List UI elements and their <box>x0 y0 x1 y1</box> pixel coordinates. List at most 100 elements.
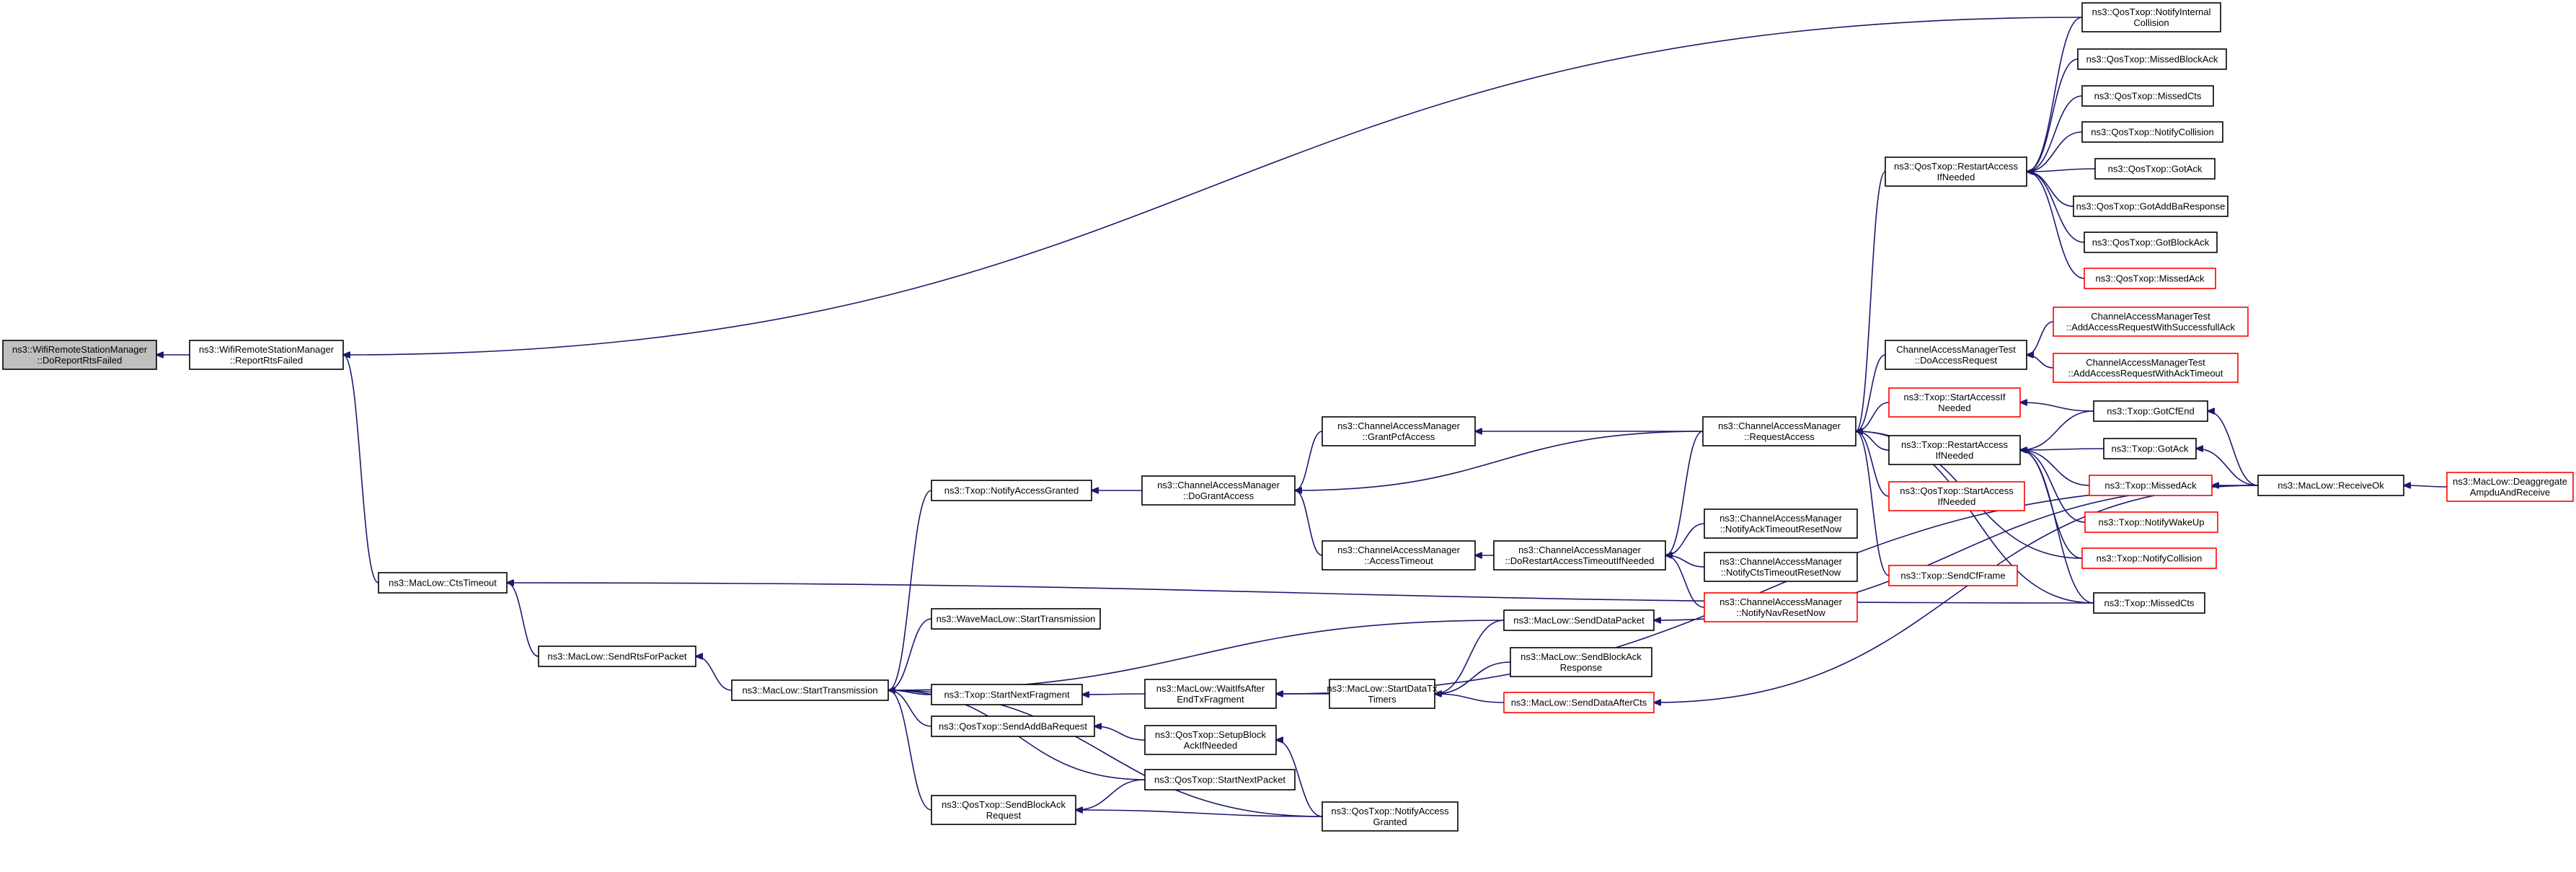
node-txop-notify-wake-up[interactable]: ns3::Txop::NotifyWakeUp <box>2084 511 2218 533</box>
node-qos-txop-got-ack[interactable]: ns3::QosTxop::GotAck <box>2094 158 2216 180</box>
node-wave-mac-low-start-transmission[interactable]: ns3::WaveMacLow::StartTransmission <box>931 608 1101 630</box>
node-qos-txop-notify-collision[interactable]: ns3::QosTxop::NotifyCollision <box>2081 121 2223 143</box>
node-txop-got-ack[interactable]: ns3::Txop::GotAck <box>2103 438 2197 459</box>
node-label: ns3::MacLow::SendDataAfterCts <box>1511 697 1647 708</box>
node-channel-access-manager-test-add-access-request-with-ack-timeout[interactable]: ChannelAccessManagerTest::AddAccessReque… <box>2053 353 2239 383</box>
node-box <box>1704 592 1858 622</box>
node-box <box>1322 801 1459 832</box>
node-channel-access-manager-test-add-access-request-with-successfull-ack[interactable]: ChannelAccessManagerTest::AddAccessReque… <box>2053 307 2249 337</box>
node-mac-low-send-rts-for-packet[interactable]: ns3::MacLow::SendRtsForPacket <box>538 646 696 667</box>
node-label: ns3::MacLow::ReceiveOk <box>2278 480 2384 491</box>
call-edge <box>696 656 732 691</box>
node-label: ns3::Txop::MissedCts <box>2104 598 2195 609</box>
node-box <box>2446 472 2574 502</box>
node-label: ns3::QosTxop::MissedCts <box>2094 91 2202 102</box>
node-channel-access-manager-notify-nav-reset-now[interactable]: ns3::ChannelAccessManager::NotifyNavRese… <box>1704 592 1858 622</box>
node-channel-access-manager-notify-cts-timeout-reset-now[interactable]: ns3::ChannelAccessManager::NotifyCtsTime… <box>1704 552 1858 582</box>
node-label: ::ReportRtsFailed <box>230 355 303 366</box>
node-txop-missed-cts[interactable]: ns3::Txop::MissedCts <box>2093 592 2205 614</box>
node-wifi-remote-station-manager-do-report-rts-failed[interactable]: ns3::WifiRemoteStationManager::DoReportR… <box>2 340 157 370</box>
node-box <box>2053 307 2249 337</box>
node-channel-access-manager-test-do-access-request[interactable]: ChannelAccessManagerTest::DoAccessReques… <box>1885 340 2027 370</box>
node-label: ::DoRestartAccessTimeoutIfNeeded <box>1505 555 1655 566</box>
node-box <box>1510 647 1652 677</box>
node-label: ns3::QosTxop::GotAddBaResponse <box>2076 201 2226 212</box>
node-mac-low-receive-ok[interactable]: ns3::MacLow::ReceiveOk <box>2257 475 2404 496</box>
node-label: ns3::Txop::StartAccessIf <box>1904 392 2006 402</box>
node-txop-notify-collision[interactable]: ns3::Txop::NotifyCollision <box>2081 547 2217 569</box>
node-label: ::DoAccessRequest <box>1915 355 1998 366</box>
call-edge <box>888 690 932 811</box>
node-box <box>189 340 344 370</box>
node-channel-access-manager-do-restart-access-timeout-if-needed[interactable]: ns3::ChannelAccessManager::DoRestartAcce… <box>1493 540 1666 571</box>
node-qos-txop-got-add-ba-response[interactable]: ns3::QosTxop::GotAddBaResponse <box>2073 195 2228 217</box>
node-wifi-remote-station-manager-report-rts-failed[interactable]: ns3::WifiRemoteStationManager::ReportRts… <box>189 340 344 370</box>
node-box <box>931 608 1101 630</box>
node-box <box>1704 552 1858 582</box>
node-qos-txop-missed-ack[interactable]: ns3::QosTxop::MissedAck <box>2084 268 2216 289</box>
node-txop-got-cf-end[interactable]: ns3::Txop::GotCfEnd <box>2093 400 2208 422</box>
node-label: ns3::QosTxop::NotifyInternal <box>2092 6 2211 17</box>
node-label: ChannelAccessManagerTest <box>1896 344 2016 355</box>
call-edge <box>1856 431 1890 576</box>
node-txop-missed-ack[interactable]: ns3::Txop::MissedAck <box>2089 475 2213 496</box>
node-label: ns3::Txop::SendCfFrame <box>1900 571 2005 581</box>
node-txop-notify-access-granted[interactable]: ns3::Txop::NotifyAccessGranted <box>931 480 1092 501</box>
call-edge <box>1856 171 1886 431</box>
node-label: ::NotifyCtsTimeoutResetNow <box>1721 567 1841 578</box>
call-edge <box>2027 172 2074 207</box>
node-box <box>1141 475 1296 506</box>
call-edge <box>2020 410 2094 450</box>
node-channel-access-manager-request-access[interactable]: ns3::ChannelAccessManager::RequestAccess <box>1702 416 1856 446</box>
node-channel-access-manager-notify-ack-timeout-reset-now[interactable]: ns3::ChannelAccessManager::NotifyAckTime… <box>1704 508 1858 539</box>
node-label: ns3::MacLow::CtsTimeout <box>389 578 497 589</box>
node-box <box>2081 547 2217 569</box>
node-box <box>1493 540 1666 571</box>
node-qos-txop-notify-access-granted[interactable]: ns3::QosTxop::NotifyAccessGranted <box>1322 801 1459 832</box>
node-label: ns3::Txop::NotifyAccessGranted <box>944 485 1079 496</box>
node-box <box>731 679 889 701</box>
call-edge <box>2027 321 2054 355</box>
node-channel-access-manager-access-timeout[interactable]: ns3::ChannelAccessManager::AccessTimeout <box>1322 540 1476 571</box>
node-label: Response <box>1560 662 1603 673</box>
node-box <box>1888 481 2025 511</box>
node-label: ns3::Txop::GotCfEnd <box>2107 406 2194 417</box>
call-edge <box>1295 431 1704 490</box>
node-label: ns3::WaveMacLow::StartTransmission <box>937 614 1096 625</box>
call-edge <box>2020 449 2104 450</box>
node-box <box>1704 508 1858 539</box>
node-channel-access-manager-do-grant-access[interactable]: ns3::ChannelAccessManager::DoGrantAccess <box>1141 475 1296 506</box>
node-qos-txop-missed-block-ack[interactable]: ns3::QosTxop::MissedBlockAck <box>2077 48 2227 70</box>
node-mac-low-cts-timeout[interactable]: ns3::MacLow::CtsTimeout <box>378 572 508 594</box>
node-qos-txop-got-block-ack[interactable]: ns3::QosTxop::GotBlockAck <box>2084 232 2218 253</box>
node-channel-access-manager-grant-pcf-access[interactable]: ns3::ChannelAccessManager::GrantPcfAcces… <box>1322 416 1476 446</box>
node-mac-low-start-transmission[interactable]: ns3::MacLow::StartTransmission <box>731 679 889 701</box>
node-box <box>1885 157 2027 187</box>
call-edge <box>2027 172 2085 279</box>
node-qos-txop-start-next-packet[interactable]: ns3::QosTxop::StartNextPacket <box>1144 769 1296 790</box>
node-qos-txop-missed-cts[interactable]: ns3::QosTxop::MissedCts <box>2081 85 2214 107</box>
call-edge <box>2027 95 2083 172</box>
node-box <box>2084 268 2216 289</box>
node-mac-low-send-data-after-cts[interactable]: ns3::MacLow::SendDataAfterCts <box>1503 692 1655 713</box>
node-label: EndTxFragment <box>1177 694 1244 705</box>
node-box <box>2081 2 2221 32</box>
call-edge <box>1665 431 1704 555</box>
node-txop-start-next-fragment[interactable]: ns3::Txop::StartNextFragment <box>931 684 1083 705</box>
node-box <box>1885 340 2027 370</box>
node-label: ns3::QosTxop::MissedBlockAck <box>2086 54 2218 65</box>
node-qos-txop-send-add-ba-request[interactable]: ns3::QosTxop::SendAddBaRequest <box>931 715 1095 737</box>
node-txop-send-cf-frame[interactable]: ns3::Txop::SendCfFrame <box>1888 565 2018 586</box>
node-mac-low-send-data-packet[interactable]: ns3::MacLow::SendDataPacket <box>1503 609 1655 631</box>
